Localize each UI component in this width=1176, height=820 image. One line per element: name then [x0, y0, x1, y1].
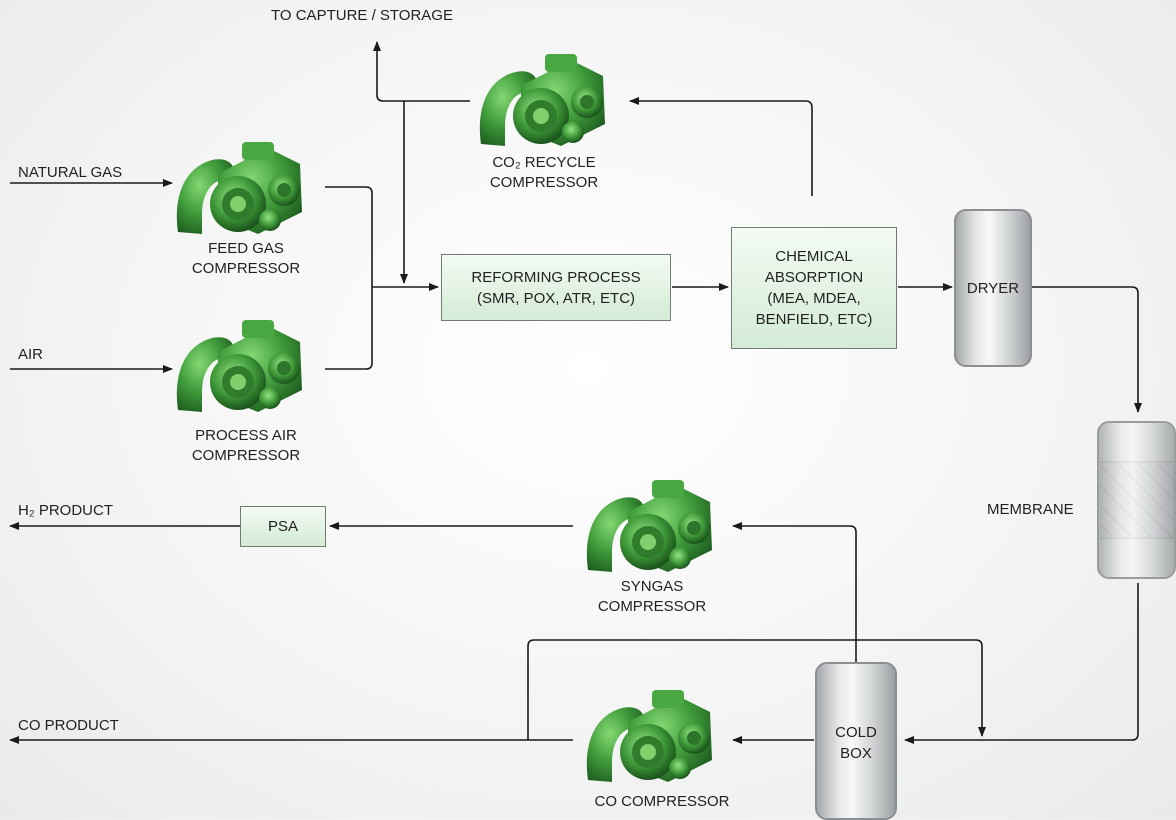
process-air-compressor-label: PROCESS AIR COMPRESSOR — [186, 426, 306, 466]
membrane-label: MEMBRANE — [987, 501, 1074, 518]
cold-box-vessel — [815, 662, 897, 820]
dryer-to-membrane-line — [1032, 286, 1142, 413]
cold-box-label: COLD BOX — [815, 722, 897, 764]
cold-box-line1: COLD — [835, 724, 877, 741]
feed-gas-compressor-label: FEED GAS COMPRESSOR — [186, 239, 306, 279]
feed-gas-compressor-icon — [176, 142, 302, 234]
absorption-line1: CHEMICAL — [775, 248, 853, 265]
absorption-to-recycle-line — [629, 97, 813, 196]
co2-recycle-compressor-label: CO₂ RECYCLE COMPRESSOR — [474, 153, 614, 193]
absorption-line2: ABSORPTION — [764, 269, 864, 286]
reforming-line2: (SMR, POX, ATR, ETC) — [476, 289, 636, 307]
feed-gas-line2: COMPRESSOR — [191, 260, 301, 277]
h2-product-label: H₂ PRODUCT — [18, 502, 113, 519]
process-air-line1: PROCESS AIR — [195, 427, 297, 444]
coldbox-to-syngas-line — [732, 522, 857, 662]
co-recycle-loop-line — [527, 639, 986, 740]
co-product-label: CO PRODUCT — [18, 717, 119, 734]
dryer-vessel — [954, 209, 1032, 367]
feed-gas-line1: FEED GAS — [208, 240, 284, 257]
membrane-to-coldbox-line — [904, 583, 1139, 744]
psa-box: PSA — [240, 506, 326, 547]
natural-gas-label: NATURAL GAS — [18, 164, 123, 181]
recycle-header-line — [373, 41, 470, 102]
co2-recycle-line2: COMPRESSOR — [489, 174, 599, 191]
syngas-line1: SYNGAS — [620, 578, 684, 595]
process-air-compressor-icon — [176, 320, 302, 412]
reforming-line1: REFORMING PROCESS — [471, 268, 641, 286]
syngas-line2: COMPRESSOR — [597, 598, 707, 615]
membrane-vessel — [1097, 421, 1176, 579]
air-label: AIR — [18, 346, 44, 363]
absorption-line3: (MEA, MDEA, — [767, 290, 861, 307]
syngas-compressor-label: SYNGAS COMPRESSOR — [592, 577, 712, 617]
co-compressor-icon — [586, 690, 712, 782]
absorption-line4: BENFIELD, ETC) — [755, 311, 873, 328]
cold-box-line2: BOX — [840, 745, 872, 762]
chemical-absorption-box: CHEMICAL ABSORPTION (MEA, MDEA, BENFIELD… — [731, 227, 897, 349]
process-air-line2: COMPRESSOR — [191, 447, 301, 464]
co-compressor-label: CO COMPRESSOR — [594, 793, 730, 810]
dryer-label: DRYER — [966, 280, 1020, 297]
to-capture-storage-label: TO CAPTURE / STORAGE — [271, 7, 453, 24]
reforming-process-box: REFORMING PROCESS (SMR, POX, ATR, ETC) — [441, 254, 671, 321]
air-outlet-line — [325, 287, 373, 370]
syngas-compressor-icon — [586, 480, 712, 572]
co2-recycle-compressor-icon — [479, 54, 605, 146]
co2-recycle-line1: CO₂ RECYCLE — [492, 154, 596, 171]
feed-gas-outlet-line — [325, 186, 373, 287]
